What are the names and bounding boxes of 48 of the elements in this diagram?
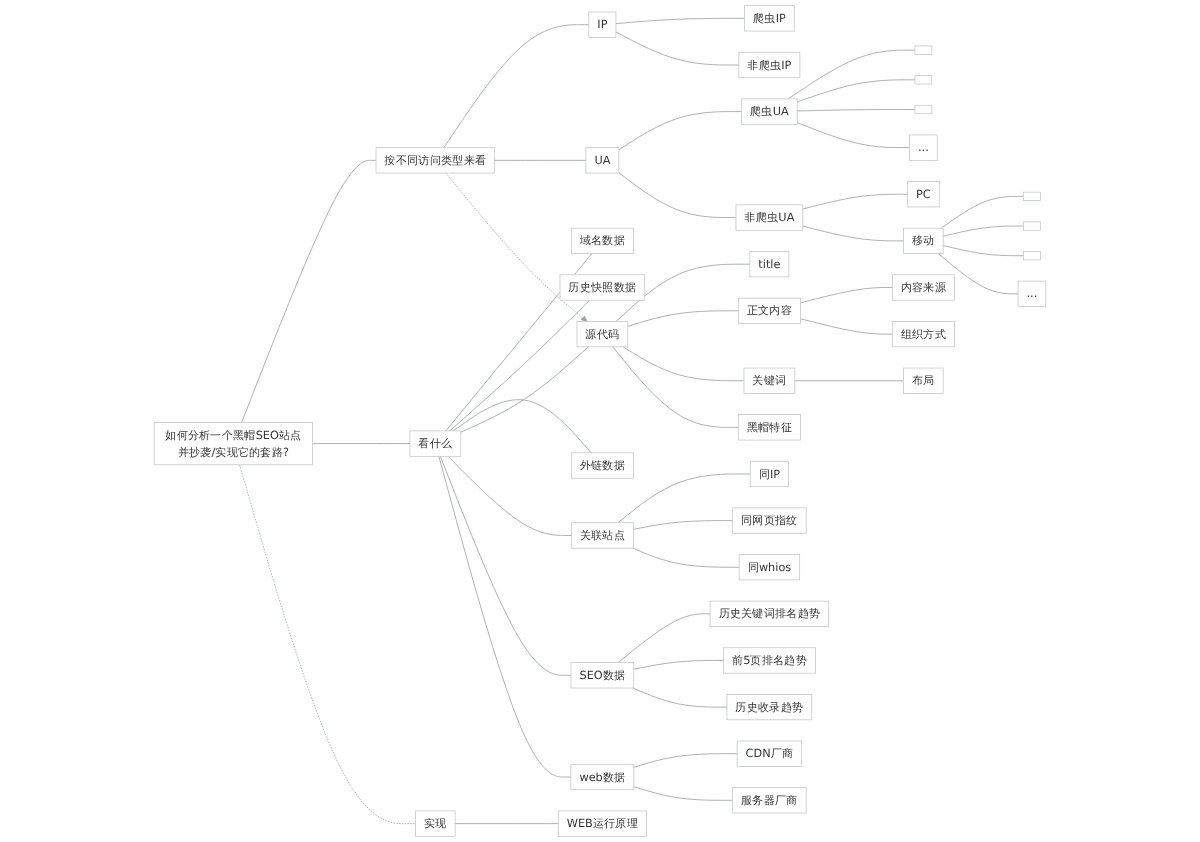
connector [460, 346, 589, 433]
connector [439, 455, 572, 676]
connector [241, 159, 377, 423]
connector [312, 443, 411, 445]
connector [796, 79, 916, 103]
connector [794, 380, 905, 382]
connector [615, 263, 751, 322]
connector [452, 399, 592, 454]
connector [612, 346, 739, 428]
connector [787, 49, 916, 100]
connector [615, 31, 740, 66]
connector [494, 159, 587, 161]
node-box [914, 45, 933, 55]
connector [618, 172, 737, 218]
connector [615, 17, 745, 24]
connector [443, 24, 590, 149]
connector [449, 299, 591, 432]
connector [622, 346, 745, 382]
connector [627, 310, 739, 327]
connector [438, 455, 572, 778]
connector [633, 753, 738, 768]
node-box [1023, 251, 1041, 261]
connector [633, 520, 734, 530]
connector [618, 111, 743, 151]
connector [632, 687, 728, 708]
connector [942, 225, 1024, 237]
connector [796, 122, 910, 149]
connector [940, 195, 1024, 229]
connector [800, 318, 893, 335]
connector [800, 287, 893, 304]
connector [445, 253, 593, 432]
node-box [914, 104, 933, 115]
connector [633, 786, 734, 801]
connector [942, 245, 1024, 257]
connector [802, 225, 905, 242]
connector [617, 613, 711, 663]
connector [454, 823, 559, 825]
node-box [914, 75, 933, 85]
node-box [1023, 221, 1041, 231]
connector [447, 455, 572, 536]
connector [632, 547, 740, 568]
connector [938, 253, 1019, 295]
connector [802, 193, 908, 210]
node-box [1023, 191, 1041, 201]
connector [239, 464, 416, 825]
connector [617, 473, 751, 524]
connector [796, 109, 916, 112]
connector [633, 660, 724, 670]
